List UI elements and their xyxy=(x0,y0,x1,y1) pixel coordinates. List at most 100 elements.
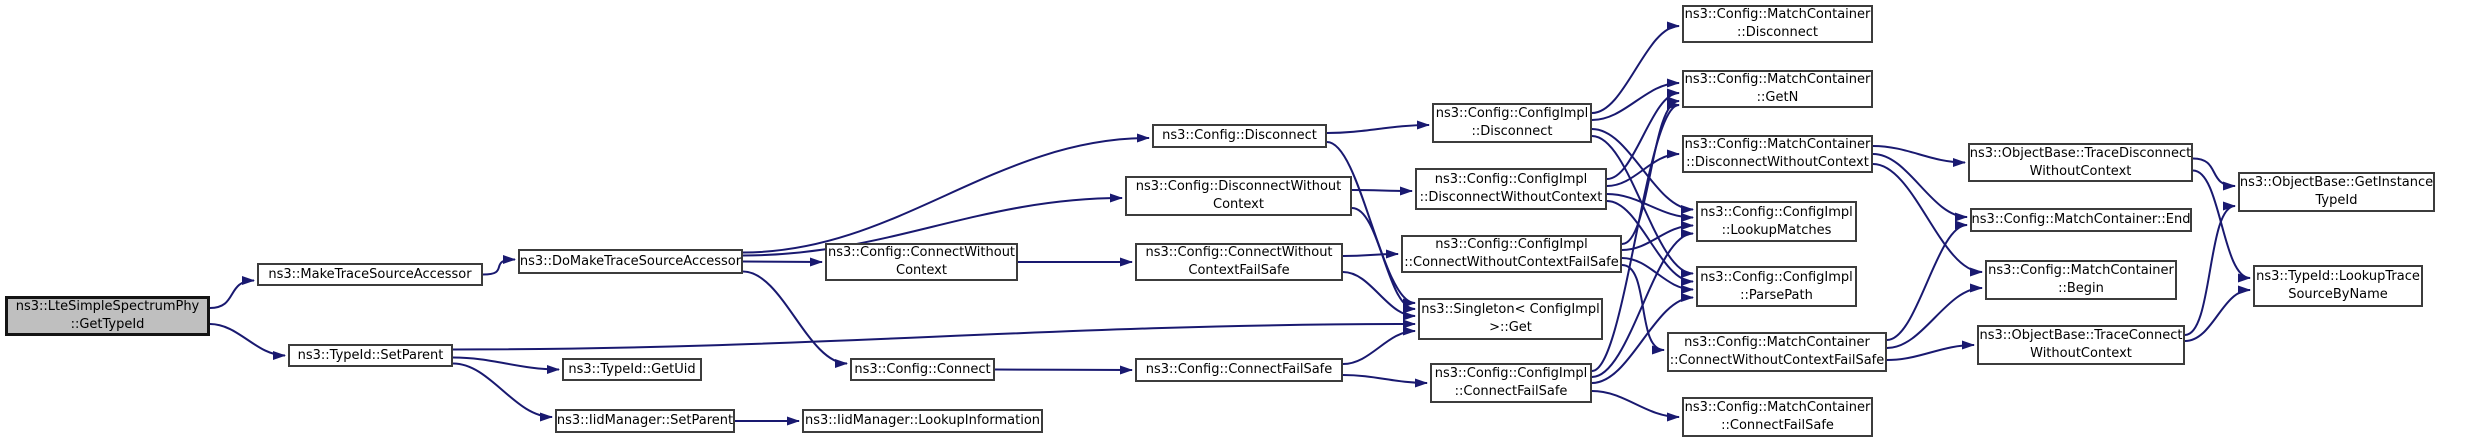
graph-node-label: WithoutContext xyxy=(2029,163,2132,179)
graph-node-doMakeTSA[interactable]: ns3::DoMakeTraceSourceAccessor xyxy=(518,249,743,274)
call-edge-connectFS-to-ciConnectFS xyxy=(1342,374,1428,388)
graph-node-ciConnectWCFS[interactable]: ns3::Config::ConfigImpl::ConnectWithoutC… xyxy=(1401,235,1622,273)
graph-node-label: ns3::TypeId::GetUid xyxy=(568,361,696,377)
graph-node-label: ns3::ObjectBase::TraceDisconnect xyxy=(1969,145,2192,161)
call-edge-doMakeTSA-to-connectWC xyxy=(742,257,823,267)
call-edge-ciDisconnectWC-to-mcDisconnectWC xyxy=(1606,149,1680,187)
call-edge-ciConnectFS-to-mcConnectFS xyxy=(1591,390,1680,422)
graph-node-label: ns3::Config::ConfigImpl xyxy=(1434,366,1588,381)
call-edge-ciConnectWCFS-to-lookupMatches xyxy=(1621,221,1694,251)
graph-node-label: WithoutContext xyxy=(2030,346,2132,361)
graph-node-label: ns3::Config::ConfigImpl xyxy=(1435,237,1588,252)
call-edge-doMakeTSA-to-connect xyxy=(742,270,848,368)
graph-node-label: ns3::Config::MatchContainer xyxy=(1684,400,1871,415)
graph-node-makeTSA[interactable]: ns3::MakeTraceSourceAccessor xyxy=(257,263,483,286)
graph-node-iidSetParent[interactable]: ns3::IidManager::SetParent xyxy=(555,409,735,433)
graph-node-label: ns3::Config::ConnectFailSafe xyxy=(1145,362,1333,377)
call-edge-traceConnectWC-to-getInstanceTypeId xyxy=(2184,201,2236,336)
call-edge-connectWCFS-to-ciConnectWCFS xyxy=(1342,249,1399,259)
call-edge-ciDisconnect-to-mcDisconnect xyxy=(1591,21,1680,114)
graph-node-label: ns3::ObjectBase::GetInstance xyxy=(2239,175,2434,190)
graph-node-label: ns3::IidManager::SetParent xyxy=(556,413,734,428)
call-edge-ciDisconnectWC-to-mcGetN xyxy=(1606,88,1680,180)
call-edge-setParent-to-singletonGet xyxy=(452,319,1416,351)
graph-node-getUid[interactable]: ns3::TypeId::GetUid xyxy=(562,358,702,381)
call-edge-disconnectWC-to-singletonGet xyxy=(1351,207,1416,314)
graph-node-label: ::LookupMatches xyxy=(1721,222,1832,238)
graph-node-label: SourceByName xyxy=(2288,287,2388,302)
call-edge-mcConnectWCFS-to-mcEnd xyxy=(1886,220,1968,341)
call-edge-ciConnectFS-to-mcGetN xyxy=(1591,100,1680,372)
call-edge-getTypeId-to-makeTSA xyxy=(209,276,255,309)
graph-node-label: ns3::Config::ConnectWithout xyxy=(1145,245,1333,260)
graph-node-connectFS[interactable]: ns3::Config::ConnectFailSafe xyxy=(1135,358,1343,382)
graph-node-getTypeId: ns3::LteSimpleSpectrumPhy::GetTypeId xyxy=(5,296,210,336)
graph-node-mcBegin[interactable]: ns3::Config::MatchContainer::Begin xyxy=(1985,260,2177,300)
graph-node-singletonGet[interactable]: ns3::Singleton< ConfigImpl>::Get xyxy=(1418,298,1603,340)
graph-node-label: ::GetN xyxy=(1756,90,1799,105)
graph-node-ciDisconnectWC[interactable]: ns3::Config::ConfigImpl::DisconnectWitho… xyxy=(1415,168,1607,210)
graph-node-label: ns3::Singleton< ConfigImpl xyxy=(1421,302,1600,317)
graph-node-label: ns3::ObjectBase::TraceConnect xyxy=(1979,328,2183,343)
graph-node-mcDisconnect[interactable]: ns3::Config::MatchContainer::Disconnect xyxy=(1682,5,1873,43)
graph-node-label: ns3::Config::MatchContainer xyxy=(1684,7,1871,22)
graph-node-mcEnd[interactable]: ns3::Config::MatchContainer::End xyxy=(1970,208,2192,232)
graph-node-parsePath[interactable]: ns3::Config::ConfigImpl::ParsePath xyxy=(1696,266,1857,307)
call-edge-connectWCFS-to-singletonGet xyxy=(1342,271,1416,321)
graph-node-label: ns3::TypeId::LookupTrace xyxy=(2256,269,2420,284)
call-edge-mcDisconnectWC-to-mcEnd xyxy=(1872,153,1968,222)
graph-node-label: ns3::MakeTraceSourceAccessor xyxy=(268,266,472,282)
graph-node-label: ns3::Config::MatchContainer xyxy=(1988,263,2174,278)
call-edge-ciConnectFS-to-parsePath xyxy=(1591,293,1694,384)
graph-node-setParent[interactable]: ns3::TypeId::SetParent xyxy=(288,344,453,367)
graph-node-ciConnectFS[interactable]: ns3::Config::ConfigImpl::ConnectFailSafe xyxy=(1430,363,1592,403)
graph-node-connect[interactable]: ns3::Config::Connect xyxy=(850,358,995,381)
graph-node-label: ::DisconnectWithoutContext xyxy=(1419,190,1603,205)
graph-node-label: Context xyxy=(896,263,947,278)
graph-node-label: ns3::Config::ConnectWithout xyxy=(827,245,1016,260)
graph-node-label: ns3::Config::ConfigImpl xyxy=(1434,172,1588,187)
call-edge-ciDisconnect-to-mcGetN xyxy=(1591,78,1680,121)
graph-node-lookupInfo[interactable]: ns3::IidManager::LookupInformation xyxy=(802,409,1043,433)
call-edge-getTypeId-to-setParent xyxy=(209,323,286,360)
graph-node-mcGetN[interactable]: ns3::Config::MatchContainer::GetN xyxy=(1682,70,1873,108)
graph-node-lookupMatches[interactable]: ns3::Config::ConfigImpl::LookupMatches xyxy=(1696,201,1857,242)
graph-node-label: ns3::Config::ConfigImpl xyxy=(1700,269,1853,285)
graph-node-label: >::Get xyxy=(1489,320,1532,335)
graph-node-label: ns3::Config::MatchContainer xyxy=(1684,137,1871,152)
graph-node-label: Context xyxy=(1213,197,1264,212)
graph-node-label: ns3::Config::MatchContainer xyxy=(1684,335,1870,350)
call-edge-connect-to-connectFS xyxy=(994,365,1133,375)
graph-node-label: ::Begin xyxy=(2058,281,2104,296)
graph-node-label: ContextFailSafe xyxy=(1188,263,1290,278)
graph-node-mcConnectFS[interactable]: ns3::Config::MatchContainer::ConnectFail… xyxy=(1682,397,1873,437)
graph-node-mcConnectWCFS[interactable]: ns3::Config::MatchContainer::ConnectWith… xyxy=(1667,332,1887,372)
graph-node-label: ns3::Config::Disconnect xyxy=(1162,128,1317,143)
call-edge-traceDisconnectWC-to-getInstanceTypeId xyxy=(2192,157,2236,191)
call-edge-disconnect-to-ciDisconnect xyxy=(1326,120,1430,134)
graph-node-label: ::DisconnectWithoutContext xyxy=(1686,155,1869,170)
graph-node-label: ns3::Config::ConfigImpl xyxy=(1435,106,1589,121)
call-edge-mcDisconnectWC-to-mcBegin xyxy=(1872,163,1983,277)
graph-node-label: ns3::Config::DisconnectWithout xyxy=(1135,179,1342,194)
graph-node-label: ns3::Config::Connect xyxy=(854,361,991,377)
call-edge-doMakeTSA-to-disconnect xyxy=(742,133,1150,254)
graph-node-ciDisconnect[interactable]: ns3::Config::ConfigImpl::Disconnect xyxy=(1432,103,1592,143)
graph-node-label: ::ConnectFailSafe xyxy=(1454,384,1568,399)
graph-node-label: ::ConnectFailSafe xyxy=(1721,418,1834,433)
call-edge-traceConnectWC-to-lookupTraceSource xyxy=(2184,285,2251,342)
call-edge-setParent-to-iidSetParent xyxy=(452,362,553,422)
graph-node-label: ns3::IidManager::LookupInformation xyxy=(804,413,1041,428)
graph-node-label: ::ConnectWithoutContextFailSafe xyxy=(1669,353,1885,368)
graph-node-label: ::Disconnect xyxy=(1471,124,1553,139)
call-edge-connectFS-to-singletonGet xyxy=(1342,326,1416,365)
graph-node-mcDisconnectWC[interactable]: ns3::Config::MatchContainer::DisconnectW… xyxy=(1682,135,1873,173)
graph-node-disconnect[interactable]: ns3::Config::Disconnect xyxy=(1152,124,1327,148)
